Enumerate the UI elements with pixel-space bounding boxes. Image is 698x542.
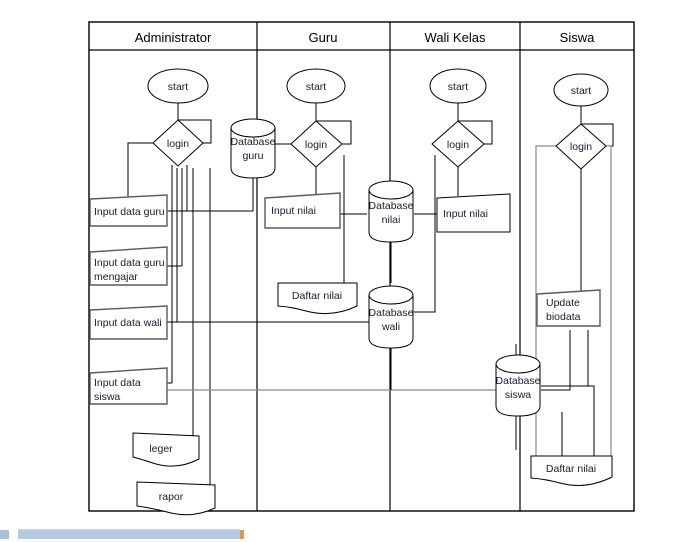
node-label-siswa-login: login [570, 141, 592, 153]
node-label-admin-input-data-guru-mengajar-line1: Input data guru [94, 257, 165, 269]
lane-label-administrator: Administrator [135, 30, 212, 45]
node-database-siswa[interactable]: Database siswa [495, 354, 541, 417]
node-wali-input-nilai[interactable]: Input nilai [436, 193, 511, 233]
node-label-guru-input-nilai: Input nilai [271, 205, 316, 217]
node-guru-start[interactable]: start [286, 68, 346, 104]
node-admin-input-data-wali[interactable]: Input data wali [89, 305, 168, 340]
node-guru-database-guru[interactable]: Database guru [230, 118, 276, 179]
node-label-database-wali-line2: wali [381, 321, 400, 333]
node-guru-input-nilai[interactable]: Input nilai [264, 192, 341, 229]
node-admin-login[interactable]: login [152, 119, 204, 167]
node-label-admin-input-data-guru-mengajar-line2: mengajar [94, 271, 138, 283]
node-siswa-daftar-nilai[interactable]: Daftar nilai [530, 455, 613, 486]
swimlane-frame [88, 21, 635, 512]
connectors-siswa [535, 103, 614, 456]
node-database-wali[interactable]: Database wali [368, 285, 414, 349]
node-label-siswa-daftar-nilai: Daftar nilai [546, 463, 596, 475]
node-label-admin-rapor: rapor [159, 491, 184, 503]
node-label-admin-input-data-siswa-line1: Input data [94, 377, 141, 389]
node-label-admin-login: login [167, 138, 189, 150]
node-admin-input-data-guru[interactable]: Input data guru [89, 194, 168, 227]
lane-label-guru: Guru [309, 30, 338, 45]
node-admin-input-data-guru-mengajar[interactable]: Input data guru mengajar [89, 246, 168, 286]
connectors-wali [457, 103, 493, 196]
lane-header-guru: Guru [309, 30, 338, 45]
node-admin-leger[interactable]: leger [132, 432, 200, 467]
node-guru-daftar-nilai[interactable]: Daftar nilai [277, 282, 358, 315]
node-guru-login[interactable]: login [290, 120, 343, 168]
node-admin-input-data-siswa[interactable]: Input data siswa [89, 367, 168, 405]
node-label-database-siswa-line2: siswa [505, 389, 531, 401]
node-database-nilai[interactable]: Database nilai [368, 180, 414, 243]
node-label-database-nilai-line2: nilai [382, 214, 401, 226]
node-label-guru-database-guru-line1: Database [231, 136, 276, 148]
node-admin-start[interactable]: start [147, 68, 209, 104]
node-label-guru-start: start [306, 81, 327, 93]
node-label-guru-daftar-nilai: Daftar nilai [292, 290, 342, 302]
connectors-guru [252, 103, 367, 283]
node-label-siswa-update-biodata-line1: Update [546, 297, 580, 309]
node-label-admin-input-data-guru: Input data guru [94, 206, 165, 218]
node-wali-start[interactable]: start [429, 68, 487, 104]
node-wali-login[interactable]: login [431, 120, 485, 168]
node-label-admin-input-data-wali: Input data wali [94, 317, 162, 329]
lane-header-siswa: Siswa [560, 30, 595, 45]
node-label-wali-start: start [448, 81, 469, 93]
lane-label-siswa: Siswa [560, 30, 595, 45]
scrollbar-left-cap[interactable] [0, 530, 9, 539]
connectors-administrator [127, 103, 497, 486]
node-siswa-update-biodata[interactable]: Update biodata [536, 289, 601, 327]
node-siswa-login[interactable]: login [555, 123, 607, 170]
node-label-guru-login: login [305, 139, 327, 151]
node-label-guru-database-guru-line2: guru [242, 150, 263, 162]
node-label-admin-input-data-siswa-line2: siswa [94, 391, 120, 403]
node-label-admin-start: start [168, 81, 189, 93]
lane-header-administrator: Administrator [135, 30, 212, 45]
node-siswa-start[interactable]: start [553, 73, 609, 107]
lane-label-wali-kelas: Wali Kelas [425, 30, 486, 45]
lane-header-wali-kelas: Wali Kelas [425, 30, 486, 45]
scrollbar-right-cap[interactable] [240, 530, 244, 539]
node-label-wali-login: login [447, 139, 469, 151]
node-label-siswa-start: start [571, 85, 592, 97]
node-label-database-nilai-line1: Database [369, 200, 414, 212]
node-label-wali-input-nilai: Input nilai [443, 208, 488, 220]
node-label-admin-leger: leger [149, 443, 173, 455]
horizontal-scrollbar-thumb[interactable] [18, 529, 240, 539]
node-label-database-wali-line1: Database [369, 307, 414, 319]
node-admin-rapor[interactable]: rapor [136, 481, 216, 516]
node-label-siswa-update-biodata-line2: biodata [546, 311, 581, 323]
node-label-database-siswa-line1: Database [496, 375, 541, 387]
